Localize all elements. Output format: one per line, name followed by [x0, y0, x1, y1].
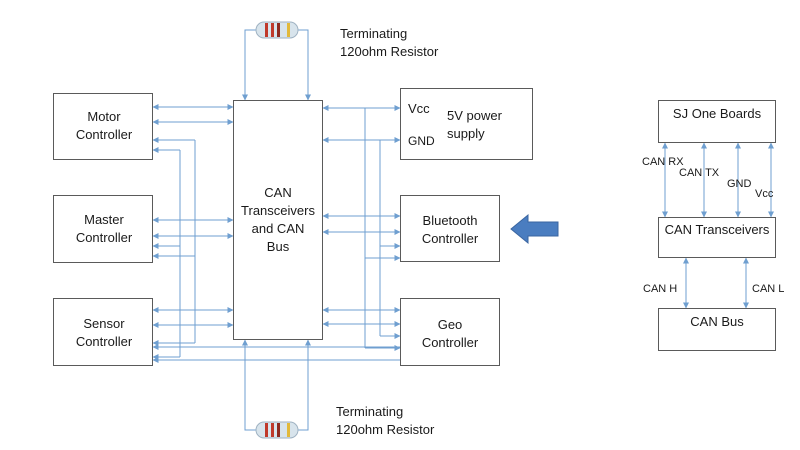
geo-can-wires	[322, 307, 401, 351]
can-transceivers-box: CAN Transceivers	[658, 217, 776, 258]
can-bus-line1: CAN	[264, 185, 292, 200]
power-supply-box: Vcc GND 5V power supply	[400, 88, 533, 160]
can-bus-line4: Bus	[266, 239, 290, 254]
resistor-bottom-label-line2: 120ohm Resistor	[336, 422, 435, 437]
sensor-can-wires	[152, 307, 234, 360]
can-rx-label: CAN RX	[642, 156, 684, 168]
left-power-buses	[179, 140, 196, 357]
master-controller-line2: Controller	[75, 230, 133, 245]
resistor-bottom-icon	[255, 421, 299, 439]
geo-controller-box: Geo Controller	[400, 298, 500, 366]
power-supply-line2: supply	[447, 126, 485, 141]
motor-can-wires	[152, 104, 234, 153]
resistor-bottom-label: Terminating 120ohm Resistor	[336, 403, 434, 439]
resistor-top-wires	[242, 29, 311, 101]
transceiver-to-bus-wires	[683, 257, 749, 309]
can-transceivers-label: CAN Transceivers	[664, 222, 770, 237]
resistor-top-icon	[255, 21, 299, 39]
bluetooth-controller-box: Bluetooth Controller	[400, 195, 500, 262]
resistor-top-label-line2: 120ohm Resistor	[340, 44, 439, 59]
resistor-top-label-line1: Terminating	[340, 26, 408, 41]
resistor-bottom-wires	[242, 339, 311, 431]
sj-one-boards-label: SJ One Boards	[672, 106, 762, 121]
can-l-label: CAN L	[752, 283, 785, 295]
power-gnd-label: GND	[408, 134, 435, 148]
can-bus-line3: and CAN	[251, 221, 305, 236]
power-supply-line1: 5V power	[447, 108, 502, 123]
bluetooth-can-wires	[322, 213, 401, 261]
bluetooth-controller-line2: Controller	[421, 231, 479, 246]
sensor-controller-line2: Controller	[75, 334, 133, 349]
power-can-wires	[322, 105, 401, 143]
master-controller-line1: Master	[84, 212, 124, 227]
geo-controller-line1: Geo	[437, 317, 463, 332]
motor-controller-line2: Controller	[75, 127, 133, 142]
can-bus-right-box: CAN Bus	[658, 308, 776, 351]
highlight-arrow	[510, 213, 559, 245]
gnd-label: GND	[727, 178, 752, 190]
sj-to-transceiver-wires	[662, 142, 774, 218]
motor-controller-box: Motor Controller	[53, 93, 153, 160]
resistor-top-label: Terminating 120ohm Resistor	[340, 25, 438, 61]
sensor-controller-line1: Sensor	[83, 316, 125, 331]
can-bus-right-label: CAN Bus	[690, 314, 744, 329]
power-vcc-label: Vcc	[408, 101, 430, 116]
sj-one-boards-box: SJ One Boards	[658, 100, 776, 143]
bluetooth-controller-line1: Bluetooth	[422, 213, 478, 228]
sensor-controller-box: Sensor Controller	[53, 298, 153, 366]
can-tx-label: CAN TX	[679, 167, 720, 179]
master-can-wires	[152, 217, 234, 259]
motor-controller-line1: Motor	[87, 109, 121, 124]
can-bus-box: CAN Transceivers and CAN Bus	[233, 100, 323, 340]
bottom-rails	[152, 344, 400, 363]
vcc-label: Vcc	[755, 188, 774, 200]
geo-controller-line2: Controller	[421, 335, 479, 350]
can-bus-line2: Transceivers	[241, 203, 315, 218]
resistor-bottom-label-line1: Terminating	[336, 404, 404, 419]
can-h-label: CAN H	[643, 283, 678, 295]
master-controller-box: Master Controller	[53, 195, 153, 263]
right-power-buses	[364, 108, 381, 348]
